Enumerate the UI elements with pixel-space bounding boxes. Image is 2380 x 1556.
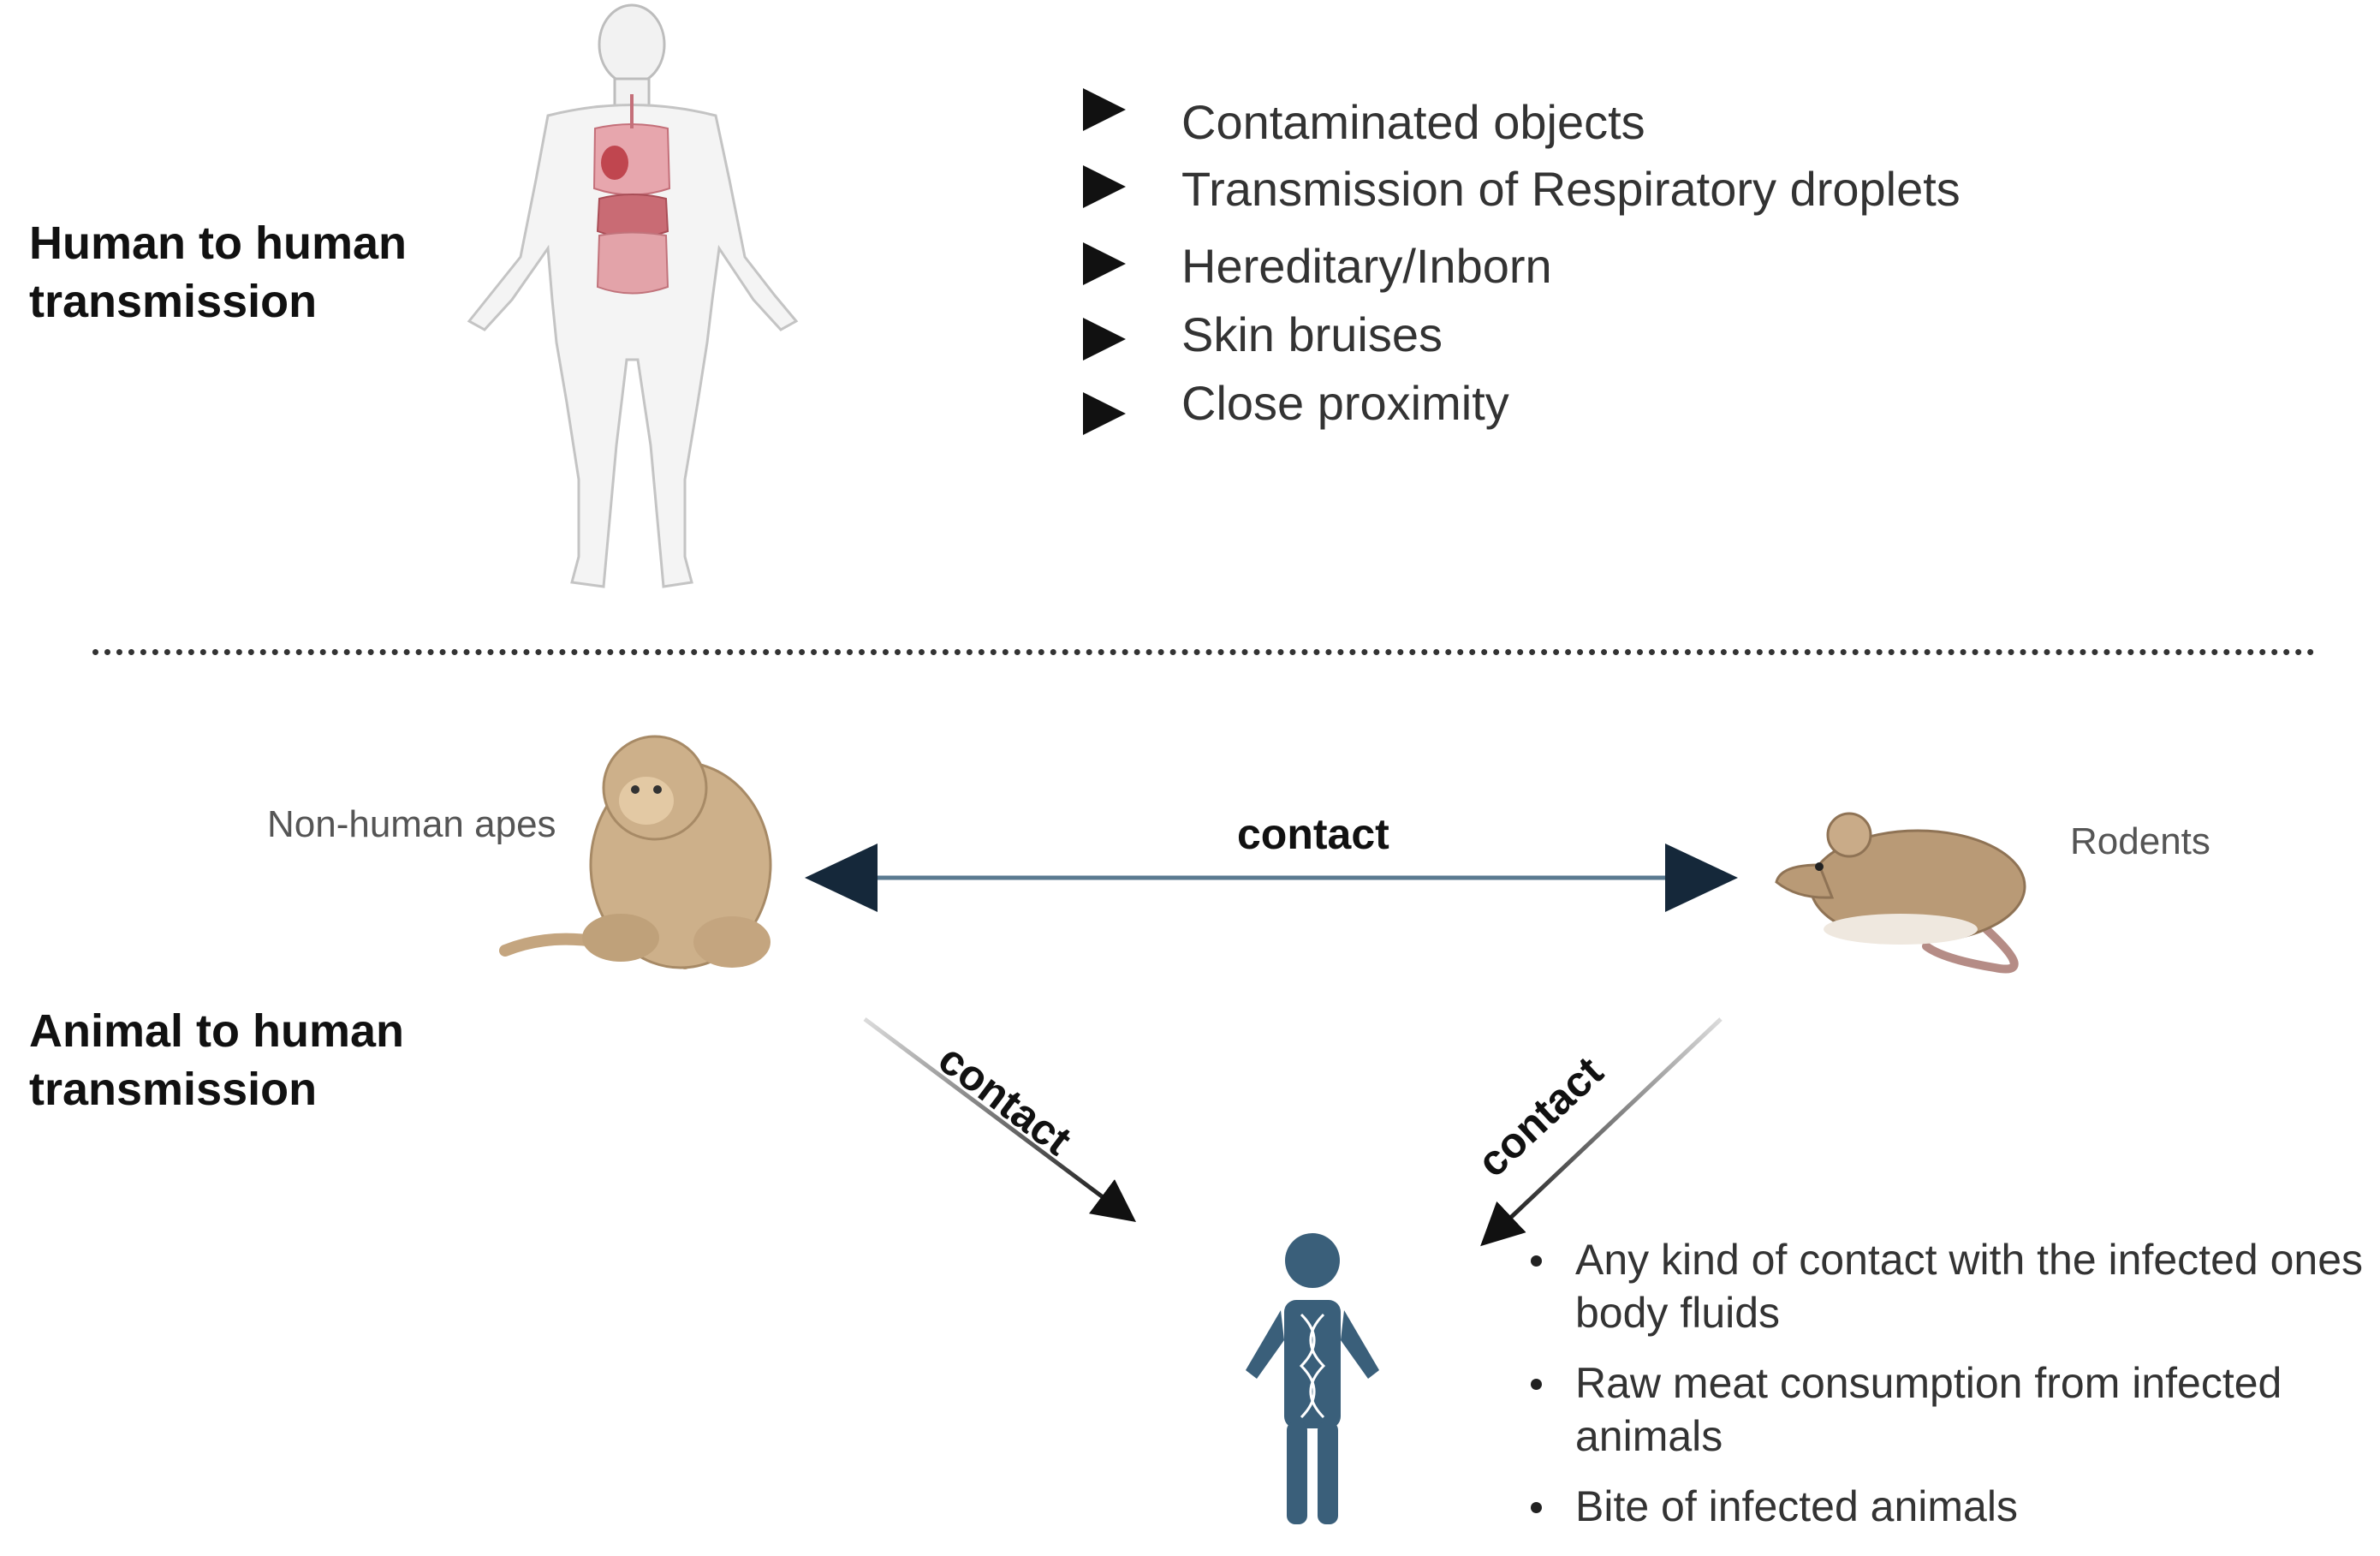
monkey-icon	[499, 735, 772, 969]
animal-to-human-title: Animal to human transmission	[29, 1005, 405, 1115]
contact-label-top: contact	[1237, 810, 1389, 858]
human-body-icon	[467, 3, 799, 588]
list-item: Bite of infected animals	[1524, 1480, 2371, 1533]
route-label-respiratory-droplets: Transmission of Respiratory droplets	[1181, 162, 1961, 216]
list-item: Raw meat consumption from infected anima…	[1524, 1356, 2371, 1463]
human-to-human-title: Human to human transmission	[29, 218, 407, 327]
route-label-skin-bruises: Skin bruises	[1181, 307, 1443, 361]
non-human-apes-label: Non-human apes	[267, 803, 556, 845]
section-divider	[92, 649, 2315, 655]
animal-transmission-list: Any kind of contact with the infected on…	[1524, 1233, 2371, 1550]
contact-arrow-left	[863, 1016, 1137, 1222]
route-label-hereditary: Hereditary/Inborn	[1181, 239, 1552, 293]
rodent-icon	[1775, 812, 2026, 974]
transmission-route-arrows	[860, 88, 1126, 435]
list-item: Any kind of contact with the infected on…	[1524, 1233, 2371, 1339]
route-label-close-proximity: Close proximity	[1181, 376, 1509, 430]
contact-arrow-right	[1480, 1017, 1723, 1247]
rodents-label: Rodents	[2070, 820, 2210, 862]
route-label-contaminated-objects: Contaminated objects	[1181, 95, 1645, 149]
human-dna-icon	[1246, 1233, 1379, 1524]
contact-bidirectional-arrow	[805, 844, 1738, 912]
